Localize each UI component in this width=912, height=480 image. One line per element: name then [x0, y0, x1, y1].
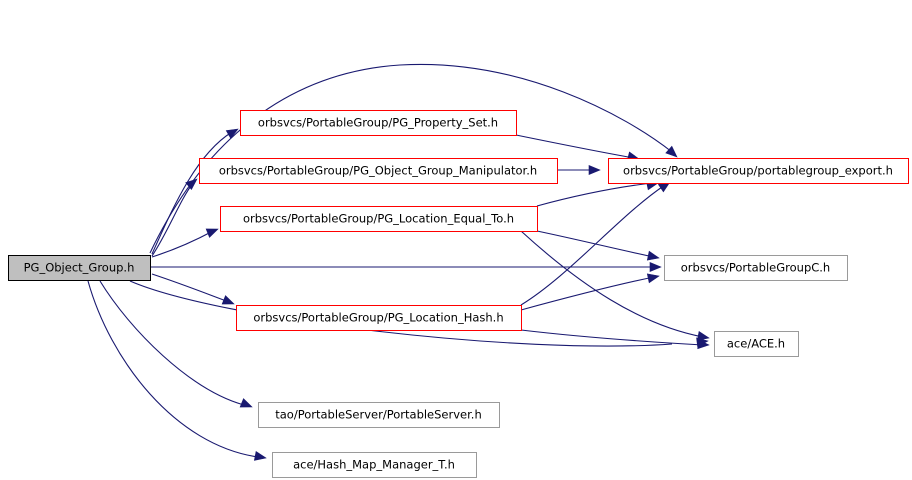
edge-location_equal_to-to-portablegroupc: [536, 230, 660, 261]
edge-line: [129, 280, 673, 347]
edge-arrowhead-icon: [205, 228, 219, 238]
edge-root-to-portableserver: [99, 280, 253, 408]
node-label: ace/Hash_Map_Manager_T.h: [293, 458, 455, 472]
edge-root-to-portablegroupc: [151, 262, 662, 272]
nodes-layer: PG_Object_Group.h orbsvcs/PortableGroup/P…: [8, 110, 909, 478]
graph-node-location_hash[interactable]: orbsvcs/PortableGroup/PG_Location_Hash.h: [236, 305, 522, 331]
node-box[interactable]: [608, 158, 909, 184]
edge-arrowhead-icon: [646, 273, 660, 284]
node-label: orbsvcs/PortableGroup/PG_Property_Set.h: [258, 116, 498, 130]
node-label: tao/PortableServer/PortableServer.h: [275, 408, 481, 422]
edge-line: [99, 280, 245, 406]
edge-line: [87, 280, 259, 458]
node-label: orbsvcs/PortableGroup/PG_Object_Group_Ma…: [219, 164, 537, 178]
edge-arrowhead-icon: [649, 262, 662, 272]
graph-node-manipulator[interactable]: orbsvcs/PortableGroup/PG_Object_Group_Ma…: [199, 158, 558, 184]
node-box[interactable]: [714, 331, 799, 357]
edge-location_hash-to-portablegroup_export: [520, 181, 671, 306]
node-label: ace/ACE.h: [727, 337, 785, 351]
node-box[interactable]: [199, 158, 558, 184]
edge-root-to-location_hash: [151, 273, 235, 305]
edge-arrowhead-icon: [225, 128, 239, 139]
edge-arrowhead-icon: [646, 250, 660, 261]
edge-line: [520, 230, 704, 338]
edge-location_equal_to-to-ace_ace: [520, 230, 710, 341]
edge-line: [536, 230, 655, 258]
graph-node-portablegroup_export[interactable]: orbsvcs/PortableGroup/portablegroup_expo…: [608, 158, 909, 184]
edge-line: [151, 131, 233, 255]
graph-node-hash_map_manager[interactable]: ace/Hash_Map_Manager_T.h: [272, 452, 477, 478]
node-box[interactable]: [8, 255, 151, 281]
edge-manipulator-to-portablegroup_export: [557, 165, 601, 175]
edge-arrowhead-icon: [185, 178, 198, 191]
edge-arrowhead-icon: [253, 450, 267, 461]
edge-arrowhead-icon: [665, 145, 678, 158]
graph-node-portablegroupc[interactable]: orbsvcs/PortableGroupC.h: [664, 255, 848, 281]
edge-root-to-hash_map_manager: [87, 280, 267, 461]
node-box[interactable]: [220, 206, 538, 232]
edge-arrowhead-icon: [239, 398, 253, 408]
edge-line: [520, 329, 704, 346]
node-label: orbsvcs/PortableGroupC.h: [681, 261, 830, 275]
edge-root-to-location_equal_to: [151, 228, 219, 258]
edge-line: [520, 184, 666, 306]
edge-location_hash-to-portablegroupc: [520, 273, 660, 311]
edge-line: [515, 134, 635, 159]
graph-node-ace_ace[interactable]: ace/ACE.h: [714, 331, 799, 357]
edge-line: [151, 273, 230, 303]
edge-line: [151, 182, 194, 257]
graph-node-property_set[interactable]: orbsvcs/PortableGroup/PG_Property_Set.h: [240, 110, 517, 136]
edge-line: [536, 182, 653, 207]
node-box[interactable]: [664, 255, 848, 281]
node-box[interactable]: [272, 452, 477, 478]
edge-root-to-property_set: [151, 128, 239, 255]
graph-node-portableserver[interactable]: tao/PortableServer/PortableServer.h: [258, 402, 500, 428]
edges-layer: [87, 63, 710, 461]
node-label: orbsvcs/PortableGroup/PG_Location_Equal_…: [243, 212, 514, 226]
node-label: orbsvcs/PortableGroup/PG_Location_Hash.h: [253, 311, 503, 325]
node-label: orbsvcs/PortableGroup/portablegroup_expo…: [623, 164, 893, 178]
edge-location_hash-to-ace_ace: [520, 329, 710, 350]
node-label: PG_Object_Group.h: [24, 261, 135, 275]
node-box[interactable]: [236, 305, 522, 331]
node-box[interactable]: [258, 402, 500, 428]
graph-node-root[interactable]: PG_Object_Group.h: [8, 255, 151, 281]
edge-arrowhead-icon: [588, 165, 601, 175]
edge-arrowhead-icon: [696, 330, 710, 341]
node-box[interactable]: [240, 110, 517, 136]
edge-root-to-manipulator: [151, 178, 198, 257]
edge-arrowhead-icon: [697, 339, 710, 350]
edge-arrowhead-icon: [221, 295, 235, 305]
edge-line: [520, 276, 655, 311]
graph-node-location_equal_to[interactable]: orbsvcs/PortableGroup/PG_Location_Equal_…: [220, 206, 538, 232]
